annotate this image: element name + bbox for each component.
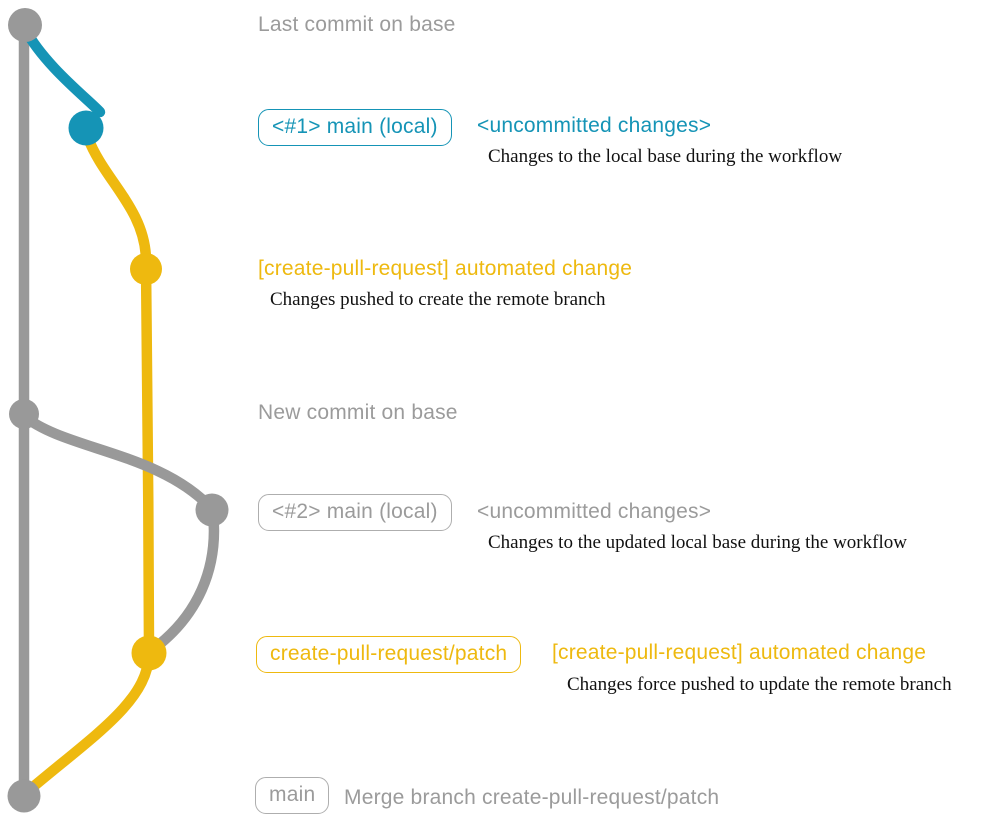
automated-change-1-title: [create-pull-request] automated change: [258, 257, 633, 280]
commit-dot-merge: [7, 779, 41, 813]
last-commit-label: Last commit on base: [258, 13, 456, 36]
uncommitted-changes-2-note: Changes to the updated local base during…: [488, 532, 907, 553]
local-main-edge-1: [19, 23, 106, 118]
force-push-edge: [150, 507, 220, 653]
uncommitted-changes-1-note: Changes to the local base during the wor…: [488, 146, 843, 167]
local-main-edge-2: [18, 410, 218, 515]
main-badge: main: [255, 777, 330, 814]
commit-dot-automated-change-2: [131, 635, 167, 671]
commit-dot-new-base: [9, 399, 39, 429]
merge-edge: [21, 649, 155, 798]
merge-message-label: Merge branch create-pull-request/patch: [344, 786, 720, 809]
local-main-2-badge: <#2> main (local): [258, 494, 452, 531]
commit-dot-last-base: [8, 8, 42, 42]
local-main-1-badge: <#1> main (local): [258, 109, 452, 146]
commit-dot-local-main-2: [195, 493, 229, 527]
pr-branch-line: [140, 258, 155, 656]
uncommitted-changes-1-label: <uncommitted changes>: [477, 114, 712, 137]
commit-graph: [7, 8, 229, 813]
automated-change-1-note: Changes pushed to create the remote bran…: [270, 289, 606, 310]
automated-change-2-title: [create-pull-request] automated change: [552, 641, 927, 664]
uncommitted-changes-2-label: <uncommitted changes>: [477, 500, 712, 523]
new-commit-label: New commit on base: [258, 401, 458, 424]
commit-dot-local-main-1: [68, 110, 104, 146]
pr-branch-badge: create-pull-request/patch: [256, 636, 522, 673]
pr-branch-edge-1: [82, 132, 152, 264]
commit-dot-automated-change-1: [130, 253, 162, 285]
automated-change-2-note: Changes force pushed to update the remot…: [567, 674, 952, 695]
